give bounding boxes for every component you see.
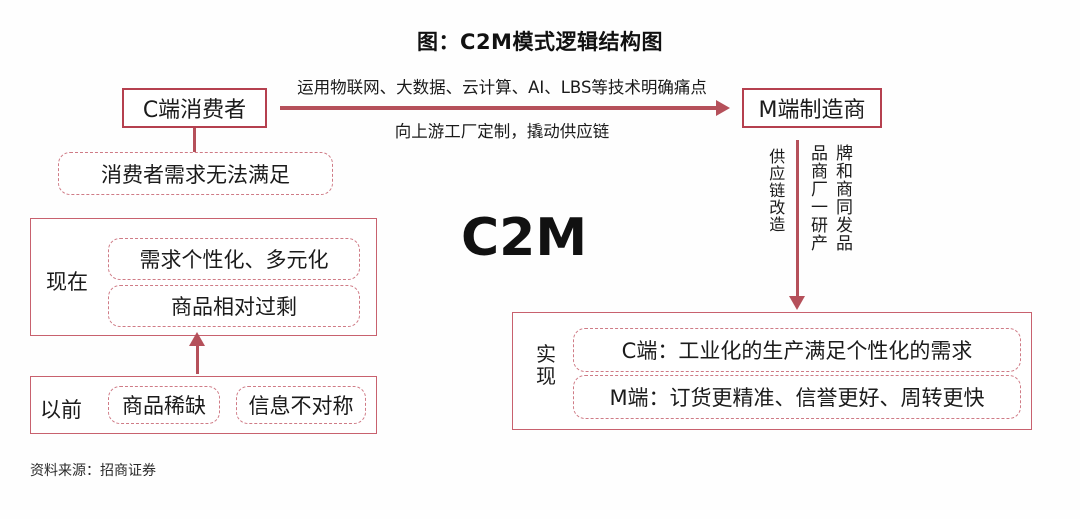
panel-outcome-label: 实 现 xyxy=(534,343,558,388)
flow-arrow-head xyxy=(716,100,730,116)
box-before-item-1: 信息不对称 xyxy=(236,386,366,424)
box-consumer-pain-label: 消费者需求无法满足 xyxy=(101,162,290,187)
panel-before-label: 以前 xyxy=(40,398,82,422)
box-before-item-0: 商品稀缺 xyxy=(108,386,220,424)
annotation-codevelop-col1: 品商厂一研产 xyxy=(807,144,828,252)
node-m-end-manufacturer: M端制造商 xyxy=(742,88,882,128)
box-now-item-0-label: 需求个性化、多元化 xyxy=(139,248,329,272)
box-before-item-0-label: 商品稀缺 xyxy=(122,394,206,418)
flow-arrow-line xyxy=(280,106,718,110)
box-now-item-0: 需求个性化、多元化 xyxy=(108,238,360,280)
flow-arrow-caption-above: 运用物联网、大数据、云计算、AI、LBS等技术明确痛点 xyxy=(297,78,707,97)
box-outcome-item-0-label: C端：工业化的生产满足个性化的需求 xyxy=(621,339,973,363)
panel-now-label: 现在 xyxy=(46,270,88,294)
source-note: 资料来源：招商证券 xyxy=(30,463,156,479)
node-c-end-consumer-label: C端消费者 xyxy=(142,98,247,123)
box-before-item-1-label: 信息不对称 xyxy=(248,394,354,418)
annotation-supply-chain: 供应链改造 xyxy=(766,148,786,233)
supply-chain-arrow-line xyxy=(796,140,799,298)
node-m-end-manufacturer-label: M端制造商 xyxy=(758,98,866,123)
supply-chain-arrow-head xyxy=(789,296,805,310)
center-c2m-text: C2M xyxy=(461,208,588,268)
panel-outcome-label-line2: 现 xyxy=(536,364,556,389)
box-outcome-item-1-label: M端：订货更精准、信誉更好、周转更快 xyxy=(609,386,985,410)
figure-title: 图：C2M模式逻辑结构图 xyxy=(417,30,663,54)
annotation-codevelop-col2: 牌和商同发品 xyxy=(832,144,853,252)
panel-outcome-label-line1: 实 xyxy=(536,342,556,366)
box-now-item-1-label: 商品相对过剩 xyxy=(171,295,297,319)
timeline-arrow-line xyxy=(196,344,199,374)
timeline-arrow-head xyxy=(189,332,205,346)
box-outcome-item-0: C端：工业化的生产满足个性化的需求 xyxy=(573,328,1021,372)
node-c-end-consumer: C端消费者 xyxy=(122,88,267,128)
flow-arrow-caption-below: 向上游工厂定制，撬动供应链 xyxy=(394,122,610,141)
connector-consumer-to-pain xyxy=(193,128,196,152)
box-now-item-1: 商品相对过剩 xyxy=(108,285,360,327)
box-consumer-pain: 消费者需求无法满足 xyxy=(58,152,333,195)
box-outcome-item-1: M端：订货更精准、信誉更好、周转更快 xyxy=(573,375,1021,419)
